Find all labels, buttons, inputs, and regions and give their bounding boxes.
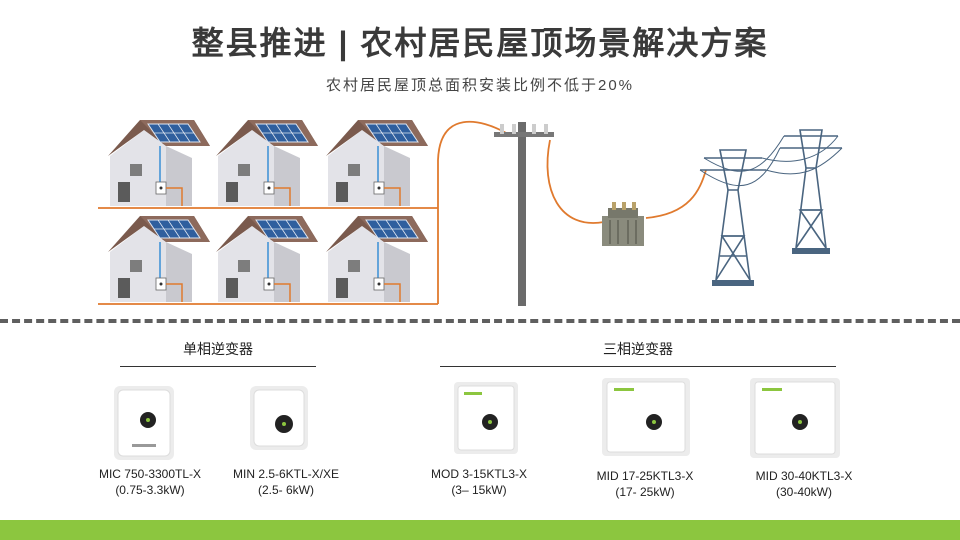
inverter-label: MIN 2.5-6KTL-X/XE (2.5- 6kW) [208, 466, 364, 498]
inverter-mic-image [114, 386, 174, 460]
house-row1-2 [215, 119, 319, 207]
utility-pole [494, 122, 554, 306]
inverter-power-range: (0.75-3.3kW) [115, 483, 185, 497]
page-title: 整县推进 | 农村居民屋顶场景解决方案 [191, 25, 769, 61]
inverter-mid-30-image [750, 378, 840, 458]
house-row1-1 [107, 119, 211, 207]
inverter-power-range: (17- 25kW) [615, 485, 675, 499]
ac-cables [98, 120, 707, 305]
single-phase-title: 单相逆变器 [183, 341, 253, 357]
house-row2-2 [215, 215, 319, 303]
inverter-power-range: (30-40kW) [775, 485, 832, 499]
footer-bar [0, 520, 960, 540]
house-row1-3 [325, 119, 429, 207]
inverter-power-range: (2.5- 6kW) [257, 483, 314, 497]
inverter-model: MOD 3-15KTL3-X [430, 467, 528, 481]
inverter-model: MID 30-40KTL3-X [755, 469, 853, 483]
inverter-label: MOD 3-15KTL3-X (3– 15kW) [404, 466, 554, 498]
inverter-model: MID 17-25KTL3-X [596, 469, 694, 483]
inverter-mod-image [454, 382, 518, 454]
inverter-label: MID 17-25KTL3-X (17- 25kW) [570, 468, 720, 500]
page-subtitle: 农村居民屋顶总面积安装比例不低于20% [325, 77, 635, 94]
tower-base [712, 280, 754, 286]
three-phase-underline [440, 366, 836, 367]
inverter-label: MID 30-40KTL3-X (30-40kW) [726, 468, 882, 500]
section-divider [0, 319, 960, 323]
house-row2-3 [325, 215, 429, 303]
tower-base [792, 248, 830, 254]
inverter-mid-17-image [602, 378, 690, 456]
house-row2-1 [107, 215, 211, 303]
inverter-min-image [250, 386, 308, 450]
inverter-power-range: (3– 15kW) [451, 483, 507, 497]
inverter-label: MIC 750-3300TL-X (0.75-3.3kW) [70, 466, 230, 498]
transformer-icon [602, 202, 644, 246]
three-phase-title: 三相逆变器 [603, 341, 673, 357]
transmission-towers-icon [699, 129, 843, 281]
single-phase-underline [120, 366, 316, 367]
grid-connection-diagram [98, 119, 843, 306]
inverter-model: MIC 750-3300TL-X [98, 467, 202, 481]
inverter-model: MIN 2.5-6KTL-X/XE [232, 467, 340, 481]
